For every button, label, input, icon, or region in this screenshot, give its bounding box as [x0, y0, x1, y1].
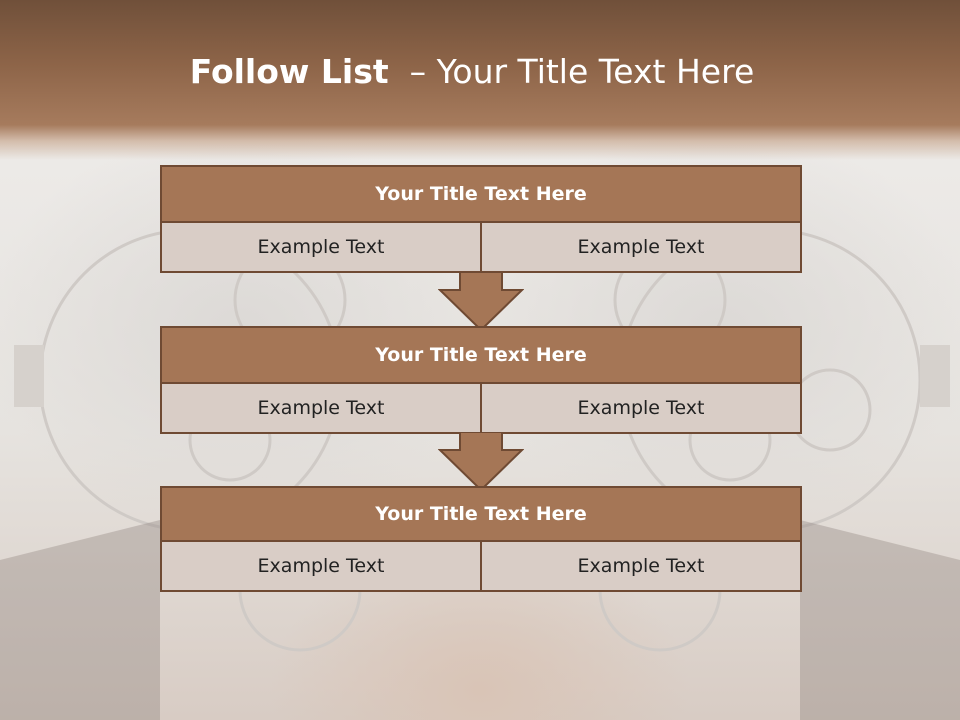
block-row: Example Text Example Text	[160, 223, 802, 273]
block-cell-right: Example Text	[480, 384, 800, 432]
block-title: Your Title Text Here	[160, 326, 802, 384]
block-row: Example Text Example Text	[160, 542, 802, 592]
header-band	[0, 0, 960, 160]
follow-block-3: Your Title Text Here Example Text Exampl…	[160, 486, 802, 592]
block-cell-right: Example Text	[480, 223, 800, 271]
slide-title-bold: Follow List	[189, 52, 389, 91]
down-arrow-icon	[438, 272, 524, 332]
follow-block-2: Your Title Text Here Example Text Exampl…	[160, 326, 802, 434]
slide-title-rest: – Your Title Text Here	[388, 52, 755, 91]
slide-title: Follow List – Your Title Text Here	[0, 52, 944, 91]
follow-block-1: Your Title Text Here Example Text Exampl…	[160, 165, 802, 273]
down-arrow-icon	[438, 432, 524, 492]
block-cell-left: Example Text	[257, 397, 385, 419]
block-title: Your Title Text Here	[160, 165, 802, 223]
block-cell-left: Example Text	[257, 555, 385, 577]
block-cell-right: Example Text	[480, 542, 800, 590]
block-cell-left: Example Text	[257, 236, 385, 258]
block-row: Example Text Example Text	[160, 384, 802, 434]
block-title: Your Title Text Here	[160, 486, 802, 542]
